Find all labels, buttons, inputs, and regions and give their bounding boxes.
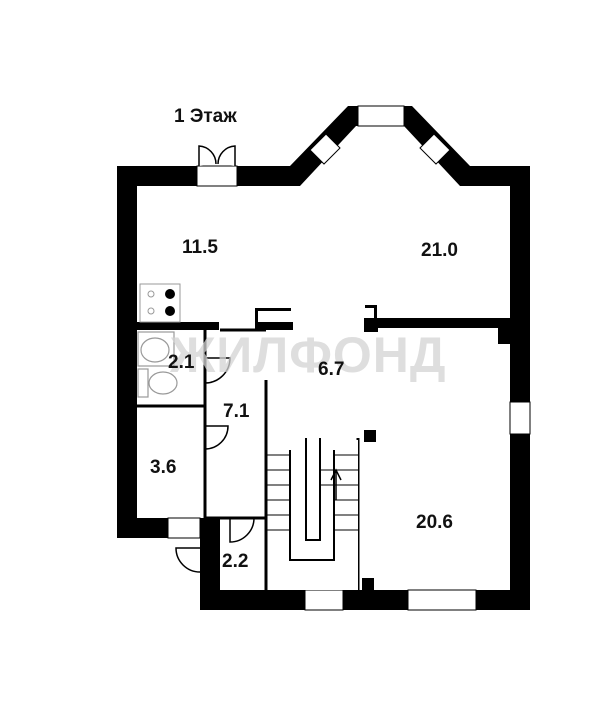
room-area-2-2: 2.2 bbox=[222, 551, 248, 572]
toilet-icon bbox=[137, 368, 178, 398]
staircase bbox=[264, 438, 358, 590]
interior-walls bbox=[137, 305, 510, 344]
sink-icon bbox=[137, 331, 175, 367]
room-area-7-1: 7.1 bbox=[223, 401, 250, 422]
room-area-2-1: 2.1 bbox=[168, 352, 195, 373]
room-area-11-5: 11.5 bbox=[182, 237, 218, 258]
room-area-21-0: 21.0 bbox=[421, 240, 458, 261]
stove-icon bbox=[139, 283, 181, 323]
columns bbox=[362, 430, 376, 590]
watermark-text: ЖИЛФОНД bbox=[169, 327, 447, 383]
floor-title: 1 Этаж bbox=[174, 106, 237, 127]
room-area-6-7: 6.7 bbox=[318, 359, 344, 380]
balcony-door bbox=[198, 145, 236, 166]
room-area-3-6: 3.6 bbox=[150, 457, 176, 478]
windows bbox=[167, 105, 531, 611]
room-area-20-6: 20.6 bbox=[416, 512, 453, 533]
doors bbox=[175, 357, 255, 573]
